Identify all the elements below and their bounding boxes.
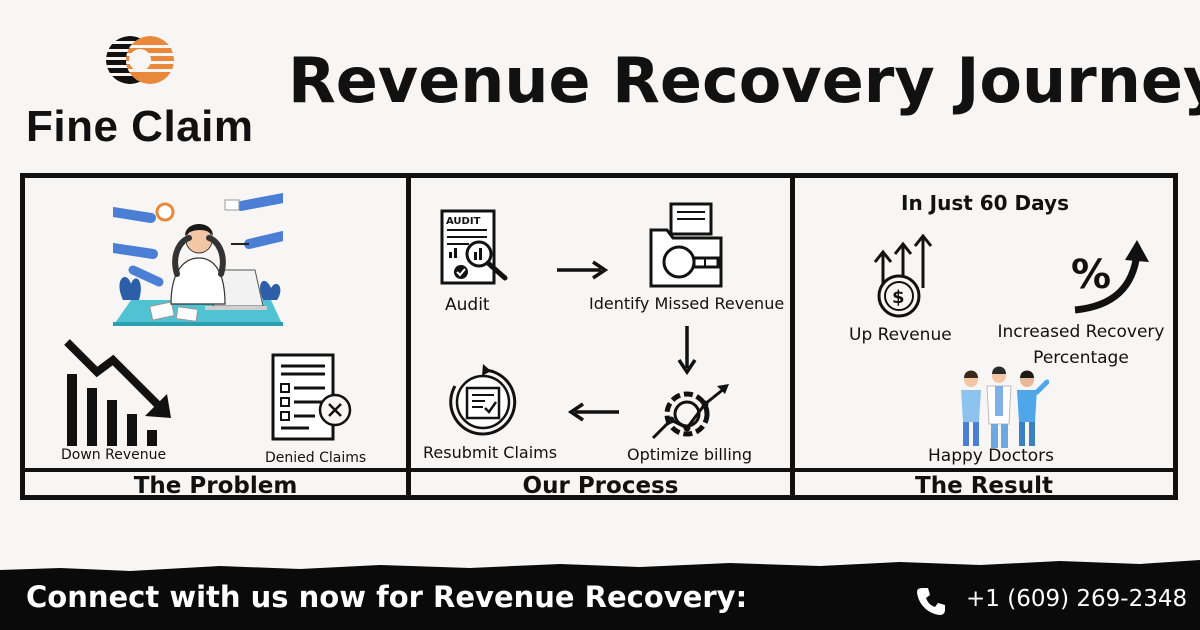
doctors-illustration	[961, 366, 1049, 448]
journey-frame: The Problem Our Process The Result	[20, 173, 1178, 500]
up-revenue-caption: Up Revenue	[849, 325, 952, 345]
phone-icon[interactable]	[916, 586, 946, 616]
phone-number[interactable]: +1 (609) 269-2348	[966, 586, 1188, 612]
brand-name: Fine Claim	[26, 102, 254, 151]
page-title: Revenue Recovery Journey	[288, 44, 1200, 117]
audit-icon-text: AUDIT	[446, 216, 481, 227]
panel-divider	[406, 178, 411, 495]
label-divider	[25, 468, 1173, 472]
recovery-caption: Increased Recovery Percentage	[991, 319, 1171, 371]
down-revenue-caption: Down Revenue	[61, 447, 167, 463]
happy-doctors-caption: Happy Doctors	[928, 446, 1054, 466]
audit-document-icon: AUDIT	[440, 209, 508, 285]
footer-bar: Connect with us now for Revenue Recovery…	[0, 572, 1200, 630]
timeframe-heading: In Just 60 Days	[901, 191, 1069, 215]
trend-down-icon	[64, 339, 171, 446]
gear-chart-icon	[651, 384, 729, 440]
recovery-caption-line2: Percentage	[1033, 348, 1129, 368]
problem-label: The Problem	[133, 473, 298, 499]
svg-text:%: %	[1071, 252, 1111, 298]
percent-up-icon: %	[1071, 240, 1149, 314]
resubmit-caption: Resubmit Claims	[423, 443, 558, 462]
panel-divider	[790, 178, 795, 495]
audit-caption: Audit	[445, 295, 490, 315]
logo-ring-icon	[106, 36, 174, 84]
optimize-caption: Optimize billing	[627, 445, 753, 464]
recovery-caption-line1: Increased Recovery	[997, 322, 1165, 342]
resubmit-claims-icon	[449, 364, 517, 436]
footer-cta: Connect with us now for Revenue Recovery…	[26, 580, 748, 614]
arrow-left-icon	[567, 402, 619, 422]
process-label: Our Process	[522, 473, 679, 499]
dollar-up-icon: $	[873, 234, 933, 318]
identify-caption: Identify Missed Revenue	[589, 294, 785, 313]
denied-claims-caption: Denied Claims	[265, 450, 367, 466]
arrow-down-icon	[677, 326, 697, 376]
stressed-worker-illustration	[113, 193, 283, 326]
arrow-right-icon	[557, 260, 609, 280]
folder-search-icon	[649, 202, 723, 288]
svg-text:$: $	[892, 287, 905, 308]
denied-document-icon	[271, 353, 352, 441]
result-label: The Result	[915, 473, 1053, 499]
